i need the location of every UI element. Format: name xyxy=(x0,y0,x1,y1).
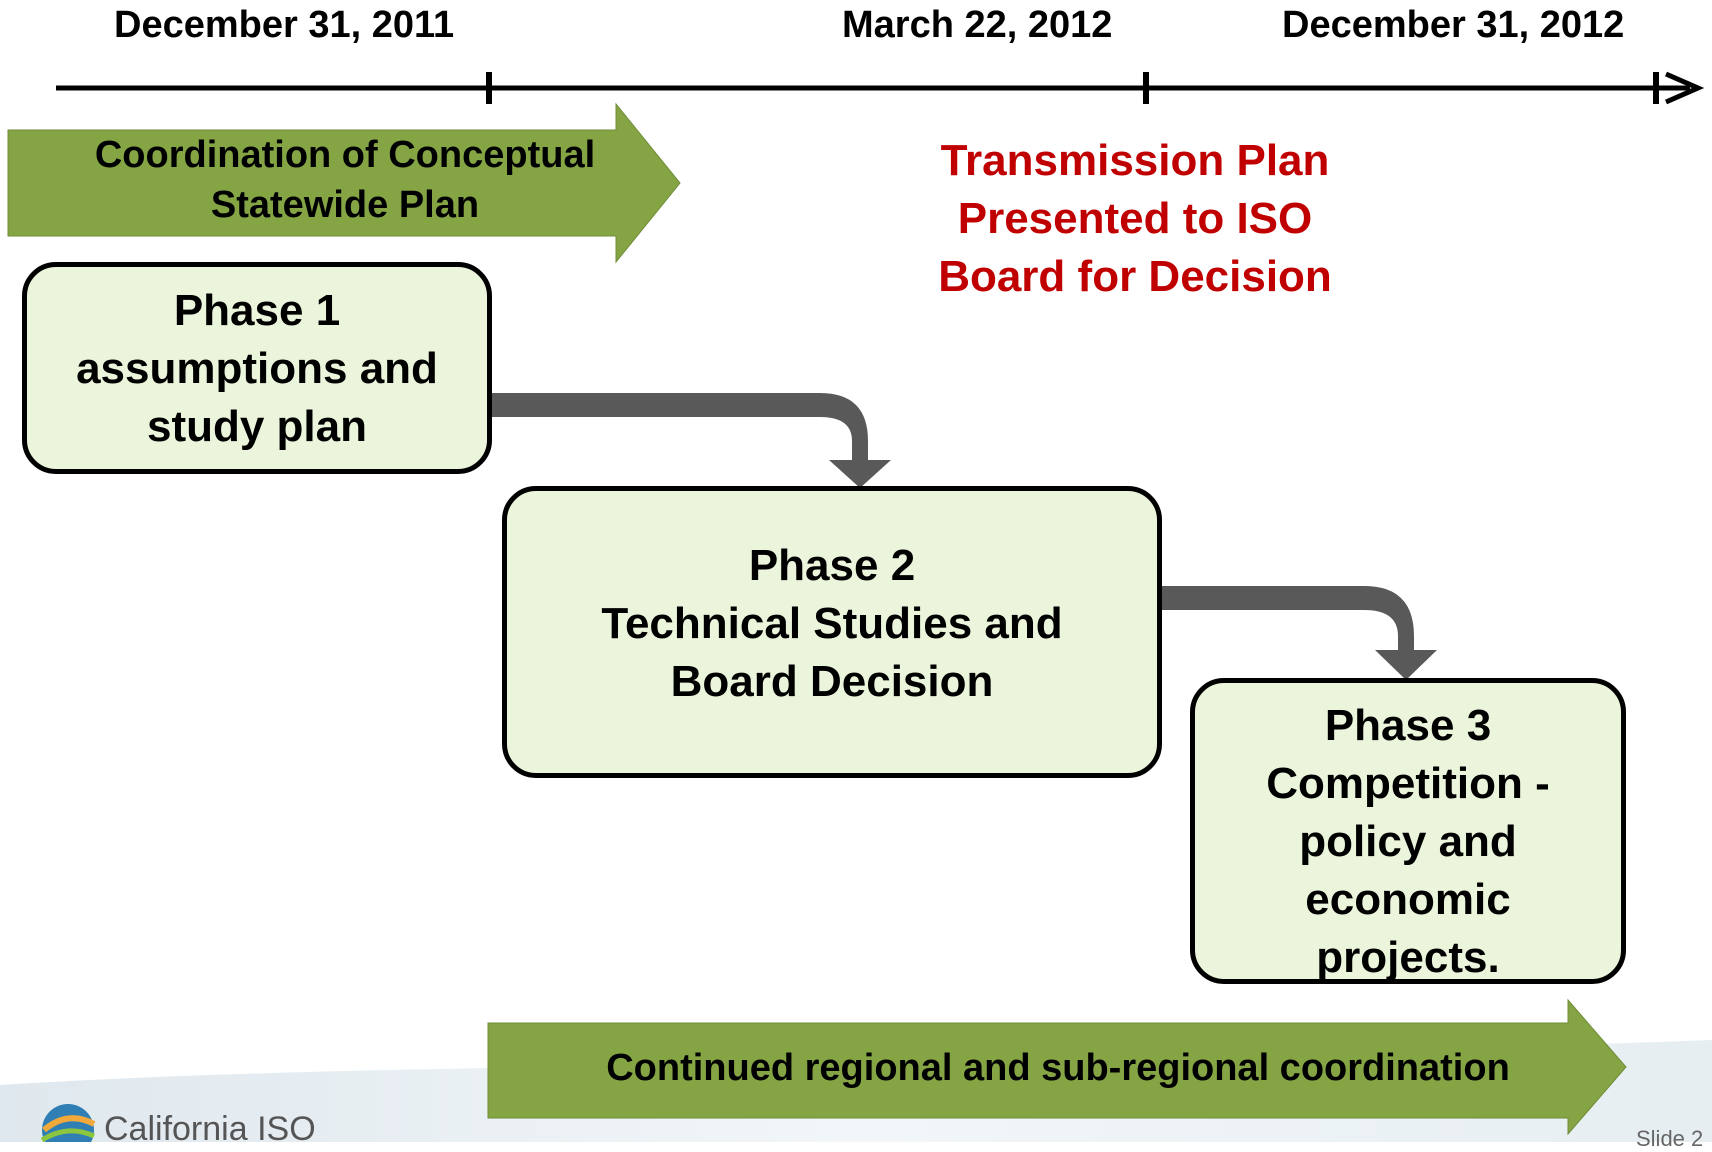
coordination-arrow-label: Coordination of Conceptual Statewide Pla… xyxy=(20,130,670,230)
milestone-line-2: Presented to ISO xyxy=(957,194,1313,243)
milestone-line-3: Board for Decision xyxy=(938,252,1332,301)
california-iso-logo-icon xyxy=(40,1104,96,1142)
phase-2-line-2: Technical Studies and xyxy=(601,599,1063,648)
timeline-date-mid: March 22, 2012 xyxy=(842,4,1113,46)
phase-2-box: Phase 2 Technical Studies and Board Deci… xyxy=(502,486,1162,778)
milestone-line-1: Transmission Plan xyxy=(940,136,1330,185)
milestone-note: Transmission Plan Presented to ISO Board… xyxy=(880,132,1390,306)
continued-coordination-label: Continued regional and sub-regional coor… xyxy=(606,1047,1510,1089)
connector-phase2-to-phase3 xyxy=(1160,586,1437,680)
phase-2-title: Phase 2 xyxy=(748,541,916,590)
timeline-date-end: December 31, 2012 xyxy=(1282,4,1625,46)
phase-3-line-2: Competition - xyxy=(1266,759,1550,808)
logo-text: California ISO xyxy=(104,1110,316,1148)
phase-3-title: Phase 3 xyxy=(1324,701,1492,750)
phase-3-line-4: economic xyxy=(1305,875,1511,924)
coordination-label-line-1: Coordination of Conceptual xyxy=(94,134,596,176)
phase-1-box: Phase 1 assumptions and study plan xyxy=(22,262,492,474)
slide-number: Slide 2 xyxy=(1636,1126,1704,1151)
phase-3-line-5: projects. xyxy=(1316,933,1500,982)
continued-coordination-arrow-shape xyxy=(487,998,1627,1136)
phase-3-box: Phase 3 Competition - policy and economi… xyxy=(1190,678,1626,984)
timeline-date-start: December 31, 2011 xyxy=(114,4,455,46)
phase-3-line-3: policy and xyxy=(1299,817,1517,866)
connector-phase1-to-phase2 xyxy=(488,393,891,488)
timeline-arrowhead xyxy=(1664,71,1705,105)
coordination-arrow-shape xyxy=(7,102,681,264)
phase-1-line-2: assumptions and xyxy=(76,344,438,393)
phase-1-line-3: study plan xyxy=(146,402,368,451)
phase-1-title: Phase 1 xyxy=(173,286,341,335)
coordination-label-line-2: Statewide Plan xyxy=(210,184,480,226)
phase-2-line-3: Board Decision xyxy=(670,657,994,706)
